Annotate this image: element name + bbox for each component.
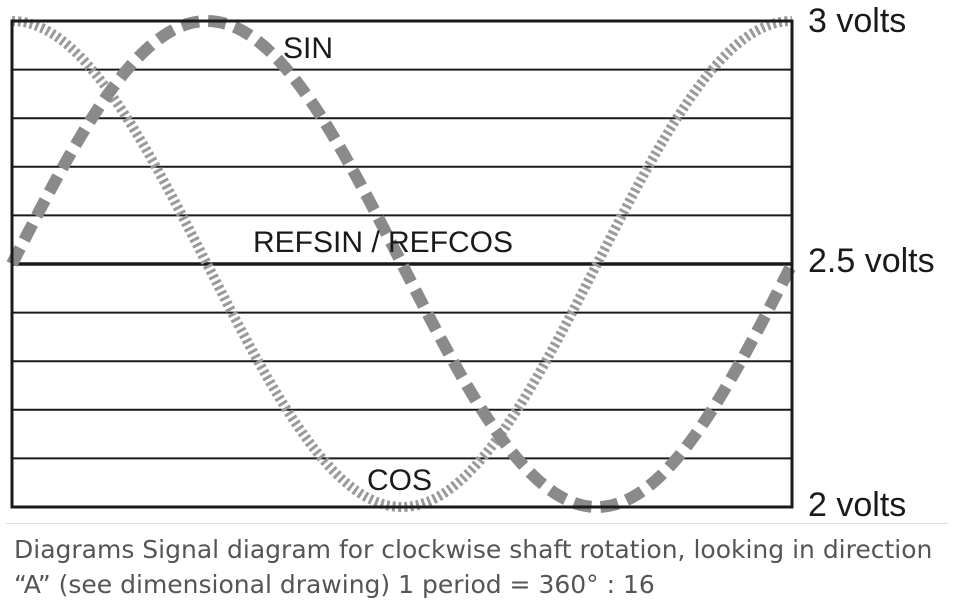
cos-label: COS xyxy=(367,464,432,497)
y-tick-label-mid: 2.5 volts xyxy=(808,242,935,280)
y-tick-label-top: 3 volts xyxy=(808,2,906,40)
caption-divider xyxy=(6,523,948,524)
cos-curve xyxy=(11,16,793,513)
sin-label: SIN xyxy=(283,32,333,65)
ref-label: REFSIN / REFCOS xyxy=(253,226,513,259)
y-tick-label-bottom: 2 volts xyxy=(808,486,906,520)
figure-caption: Diagrams Signal diagram for clockwise sh… xyxy=(14,535,933,599)
signal-chart: SIN REFSIN / REFCOS COS 3 volts 2.5 volt… xyxy=(6,2,935,520)
sin-curve xyxy=(6,14,798,514)
chart-frame xyxy=(10,19,794,509)
